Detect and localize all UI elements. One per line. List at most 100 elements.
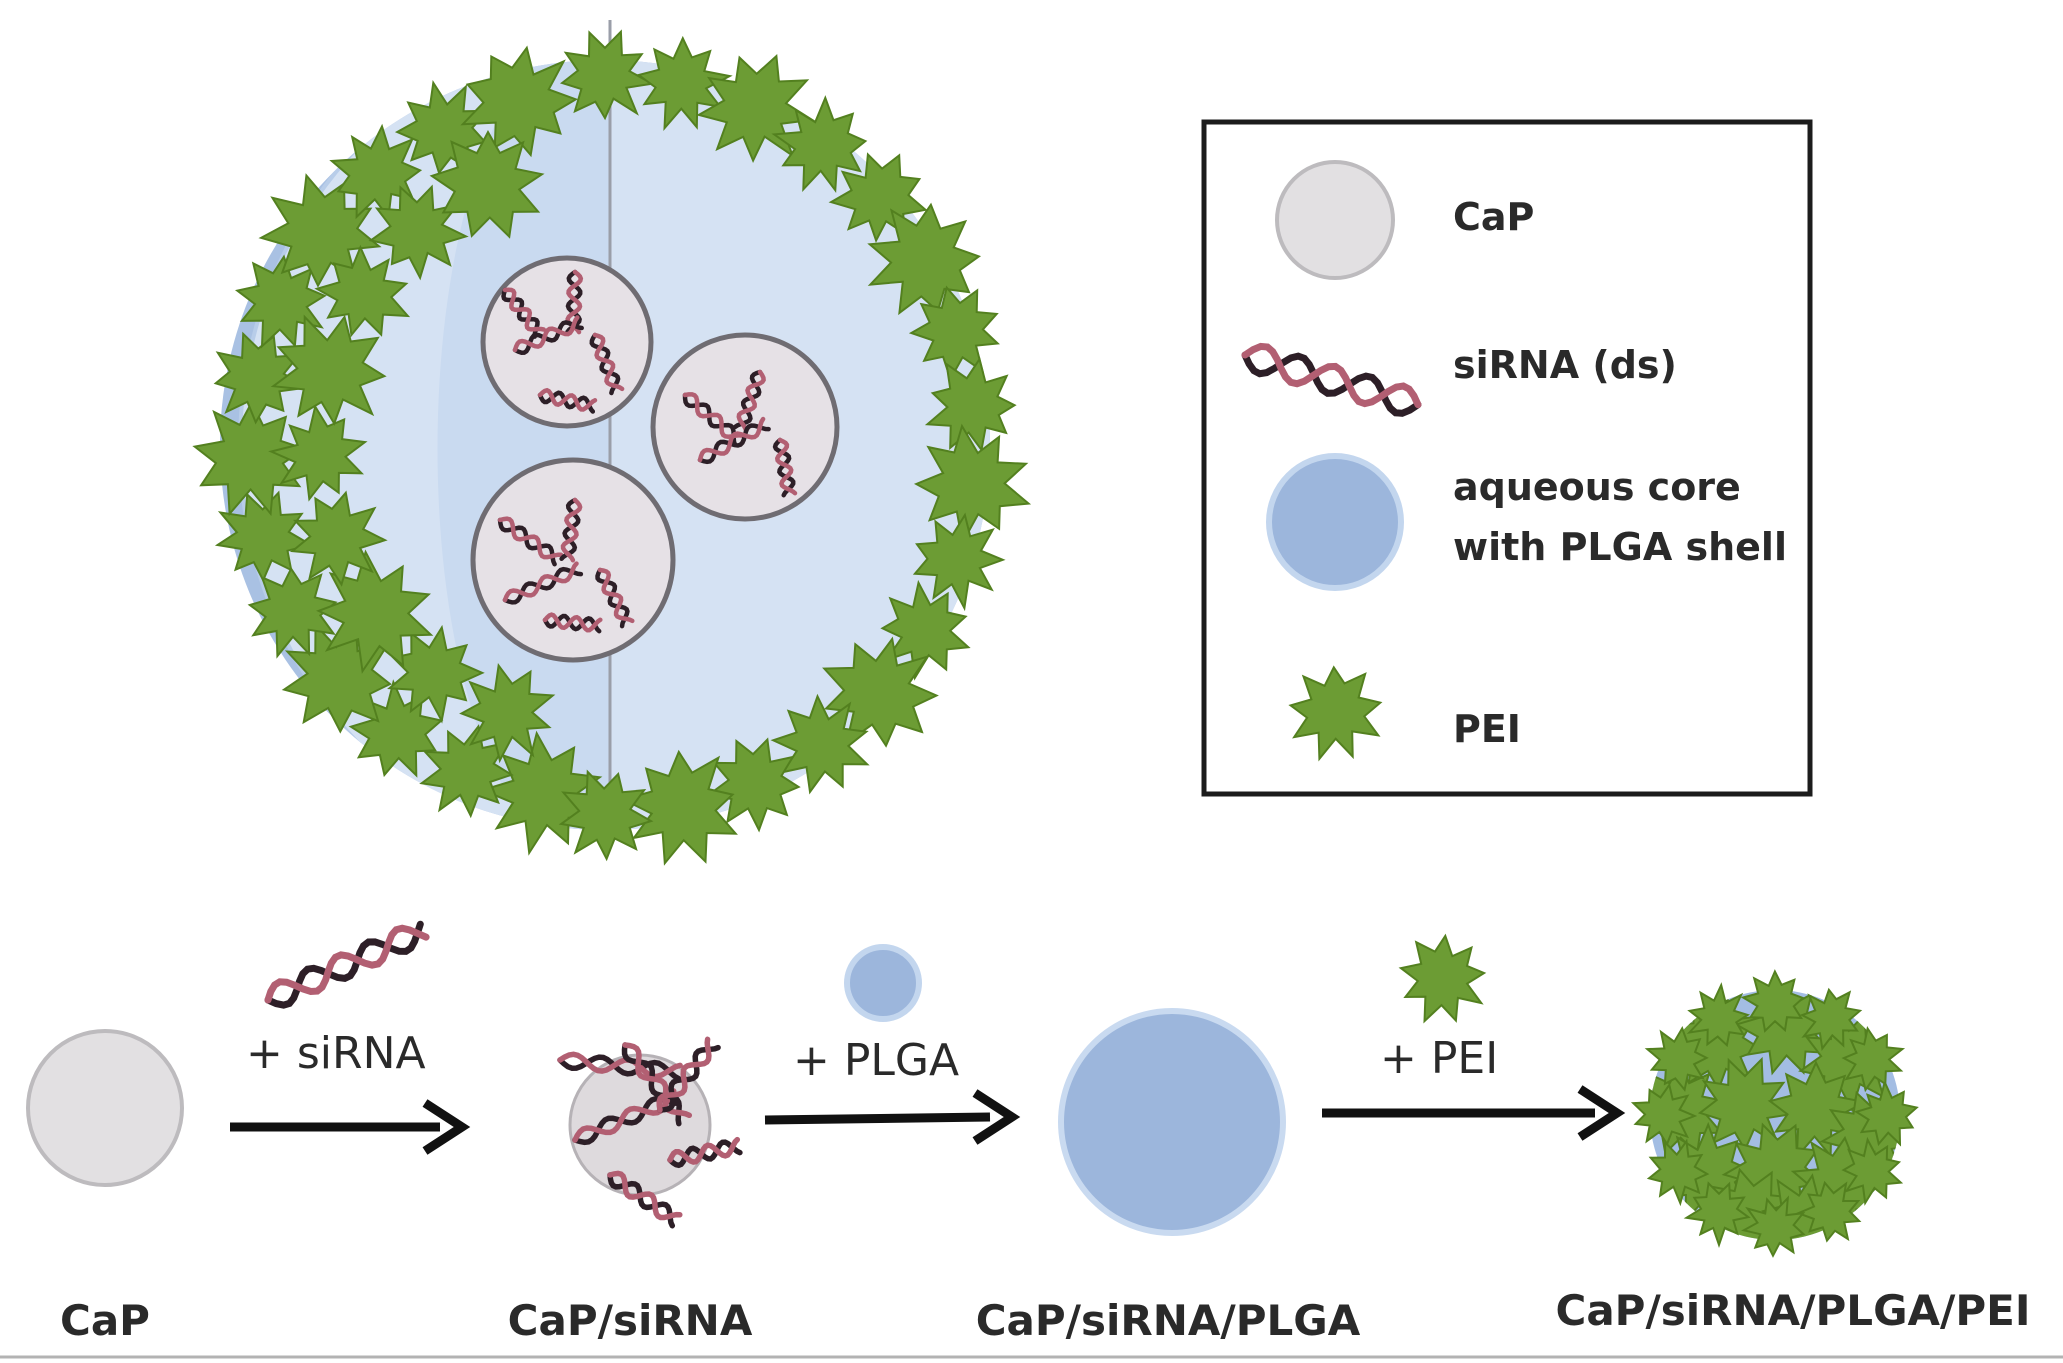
pei-blob: [270, 314, 387, 426]
pei-blob: [1683, 1181, 1751, 1248]
pei-blob: [314, 244, 411, 338]
sirna-strand: [512, 315, 584, 355]
sirna-strand: [732, 369, 766, 433]
pei-blob: [924, 356, 1017, 453]
pei-blob: [1398, 933, 1487, 1024]
aqueous-core-icon: [1266, 453, 1404, 591]
pei-blob: [1740, 969, 1805, 1033]
pei-blob: [1644, 1025, 1709, 1092]
step-add-pei: + PEI: [1322, 933, 1626, 1141]
sirna-strand: [559, 497, 583, 563]
arrow-icon: [230, 1099, 471, 1155]
sirna-strand: [497, 516, 564, 567]
sirna-strand: [501, 287, 546, 339]
sirna-strand: [656, 1036, 721, 1113]
pei-blob: [1854, 1079, 1919, 1147]
pei-blob: [1741, 1195, 1806, 1258]
stage-label-cap-sirna: CaP/siRNA: [508, 1296, 753, 1345]
pei-blob: [234, 254, 327, 349]
process-scheme: CaP + siRNA CaP/siRNA + PLGA: [26, 920, 2031, 1345]
pei-coating: [192, 29, 1032, 866]
pei-blob: [908, 285, 1000, 382]
pei-blob: [258, 173, 382, 288]
legend-item-sirna: siRNA (ds): [1241, 342, 1677, 417]
cap-sirna-core-2: [650, 332, 840, 522]
legend-label-cap: CaP: [1453, 195, 1534, 239]
pei-blob: [329, 123, 423, 220]
cap-particle-icon: [26, 1029, 184, 1187]
sirna-strand: [264, 920, 430, 1009]
pei-blob: [460, 45, 579, 158]
pei-coated-particle-icon: [1630, 969, 1919, 1258]
step-add-plga: + PLGA: [764, 944, 1021, 1145]
pei-blob: [620, 749, 738, 866]
pei-blob: [419, 724, 514, 819]
step-label-sirna: + siRNA: [246, 1028, 426, 1079]
sirna-double-strand-icon: [1241, 342, 1422, 417]
pei-blob: [213, 331, 309, 425]
pei-blob: [281, 617, 392, 734]
pei-blob: [1646, 1138, 1710, 1207]
plga-sphere-icon: [844, 944, 922, 1022]
pei-blob: [912, 512, 1006, 612]
pei-blob: [559, 29, 656, 121]
pei-blob: [913, 423, 1032, 546]
pei-blob: [192, 399, 307, 517]
step-add-sirna: + siRNA: [230, 920, 471, 1155]
pei-blob: [822, 636, 939, 748]
legend-label-aqueous-core-line2: with PLGA shell: [1453, 525, 1787, 569]
cap-sirna-core-1: [480, 255, 654, 429]
pei-blob: [289, 490, 388, 587]
pei-blob: [1795, 1180, 1862, 1243]
stage-cap: CaP: [26, 1029, 184, 1345]
sirna-strand: [557, 1051, 683, 1082]
sirna-icon: [264, 920, 430, 1009]
sirna-strand: [697, 416, 771, 465]
pei-blob: [558, 769, 654, 862]
stage-cap-sirna-plga-pei: CaP/siRNA/PLGA/PEI: [1556, 969, 2031, 1335]
cap-circle-icon: [1275, 160, 1395, 280]
pei-blob: [867, 202, 982, 316]
sirna-strand: [502, 561, 584, 605]
stage-cap-sirna: CaP/siRNA: [508, 1036, 753, 1345]
pei-blob: [247, 566, 338, 659]
pei-blob: [268, 404, 368, 502]
sirna-strand: [667, 1136, 743, 1169]
stage-label-cap-sirna-plga-pei: CaP/siRNA/PLGA/PEI: [1556, 1286, 2031, 1335]
pei-blob: [1686, 982, 1751, 1048]
legend-label-aqueous-core-line1: aqueous core: [1453, 465, 1741, 509]
sirna-strand: [1241, 342, 1422, 417]
pei-blob: [429, 130, 545, 239]
arrow-icon: [764, 1089, 1021, 1145]
sirna-strand: [589, 332, 625, 396]
legend-item-cap: CaP: [1275, 160, 1534, 280]
legend-item-pei: PEI: [1288, 665, 1521, 762]
pei-icon: [1398, 933, 1487, 1024]
arrow-icon: [1322, 1085, 1626, 1141]
stage-cap-sirna-plga: CaP/siRNA/PLGA: [976, 1008, 1361, 1345]
pei-blob: [636, 35, 733, 132]
pei-blob: [368, 184, 469, 281]
pei-blob: [214, 490, 314, 583]
pei-blob: [459, 662, 556, 764]
legend-item-aqueous-core: aqueous core with PLGA shell: [1266, 453, 1787, 591]
pei-blob: [1799, 987, 1863, 1051]
step-label-plga: + PLGA: [793, 1035, 959, 1086]
sirna-strand: [772, 437, 798, 498]
pei-blob: [1630, 1082, 1698, 1147]
legend-label-pei: PEI: [1453, 707, 1521, 751]
step-label-pei: + PEI: [1380, 1033, 1498, 1084]
pei-blob: [1841, 1025, 1906, 1093]
sirna-strand: [682, 392, 745, 447]
pei-blob: [770, 693, 870, 795]
sirna-strand: [542, 612, 603, 634]
plga-particle-icon: [1058, 1008, 1286, 1236]
pei-blob: [771, 95, 868, 193]
nanoparticle-cutaway: [192, 20, 1032, 866]
pei-icon: [1288, 665, 1383, 762]
legend: CaP siRNA (ds) aqueous core with PLGA sh…: [1201, 119, 1813, 797]
pei-blob: [1841, 1136, 1904, 1206]
pei-blob: [387, 624, 485, 724]
stage-label-cap: CaP: [60, 1296, 150, 1345]
